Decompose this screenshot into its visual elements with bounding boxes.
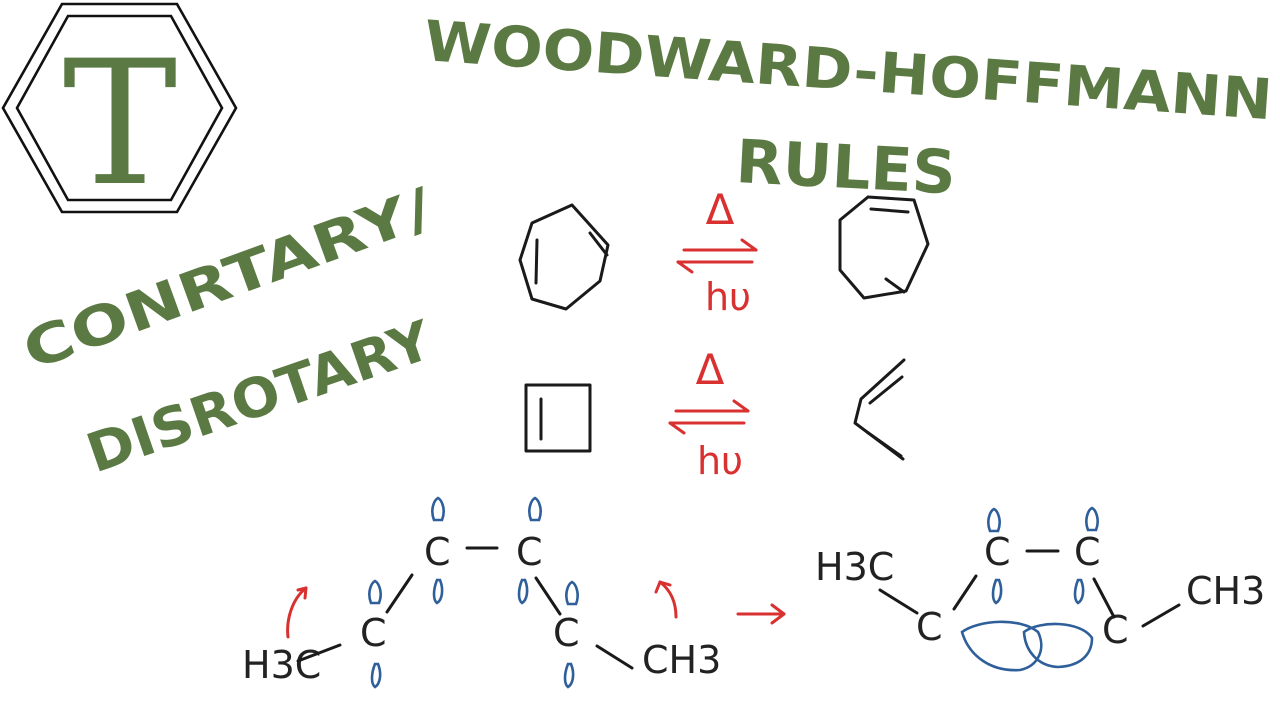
left-carbon-4: C	[553, 611, 580, 655]
title-line-1: WOODWARD-HOFFMANN	[422, 9, 1274, 133]
hexadiene	[518, 203, 610, 311]
left-carbon-2: C	[424, 530, 451, 574]
cyclohexadiene	[838, 195, 930, 300]
reaction-1: Δ hυ	[518, 185, 930, 319]
right-h3c: H3C	[815, 545, 894, 589]
equilibrium-arrows-2: Δ hυ	[668, 345, 750, 483]
logo-letter: T	[63, 23, 178, 224]
mechanism-arrow	[736, 603, 786, 625]
left-ch3: CH3	[642, 638, 721, 682]
reaction-2-heat-label: Δ	[696, 345, 725, 394]
logo: T	[1, 2, 238, 224]
right-ch3: CH3	[1186, 569, 1265, 613]
logo-outer-hexagon	[1, 2, 238, 214]
left-carbon-1: C	[360, 611, 387, 655]
right-carbon-3: C	[1074, 530, 1101, 574]
logo-inner-hexagon	[15, 14, 224, 202]
reaction-2-light-label: hυ	[697, 439, 743, 483]
butadiene	[853, 358, 906, 461]
right-carbon-2: C	[984, 530, 1011, 574]
right-carbon-1: C	[916, 605, 943, 649]
left-h3c: H3C	[242, 643, 321, 687]
reaction-2: Δ hυ	[524, 345, 906, 483]
equilibrium-arrows-1: Δ hυ	[676, 185, 758, 319]
title: WOODWARD-HOFFMANN RULES	[422, 9, 1274, 208]
mechanism-left: H3C C C C C CH3	[242, 496, 721, 689]
reaction-1-light-label: hυ	[705, 275, 751, 319]
mechanism-right: H3C C C C C CH3	[815, 506, 1265, 672]
left-carbon-3: C	[516, 530, 543, 574]
title-line-2: RULES	[734, 127, 957, 208]
cyclobutene	[524, 383, 592, 453]
right-carbon-4: C	[1102, 608, 1129, 652]
reaction-1-heat-label: Δ	[706, 185, 735, 234]
